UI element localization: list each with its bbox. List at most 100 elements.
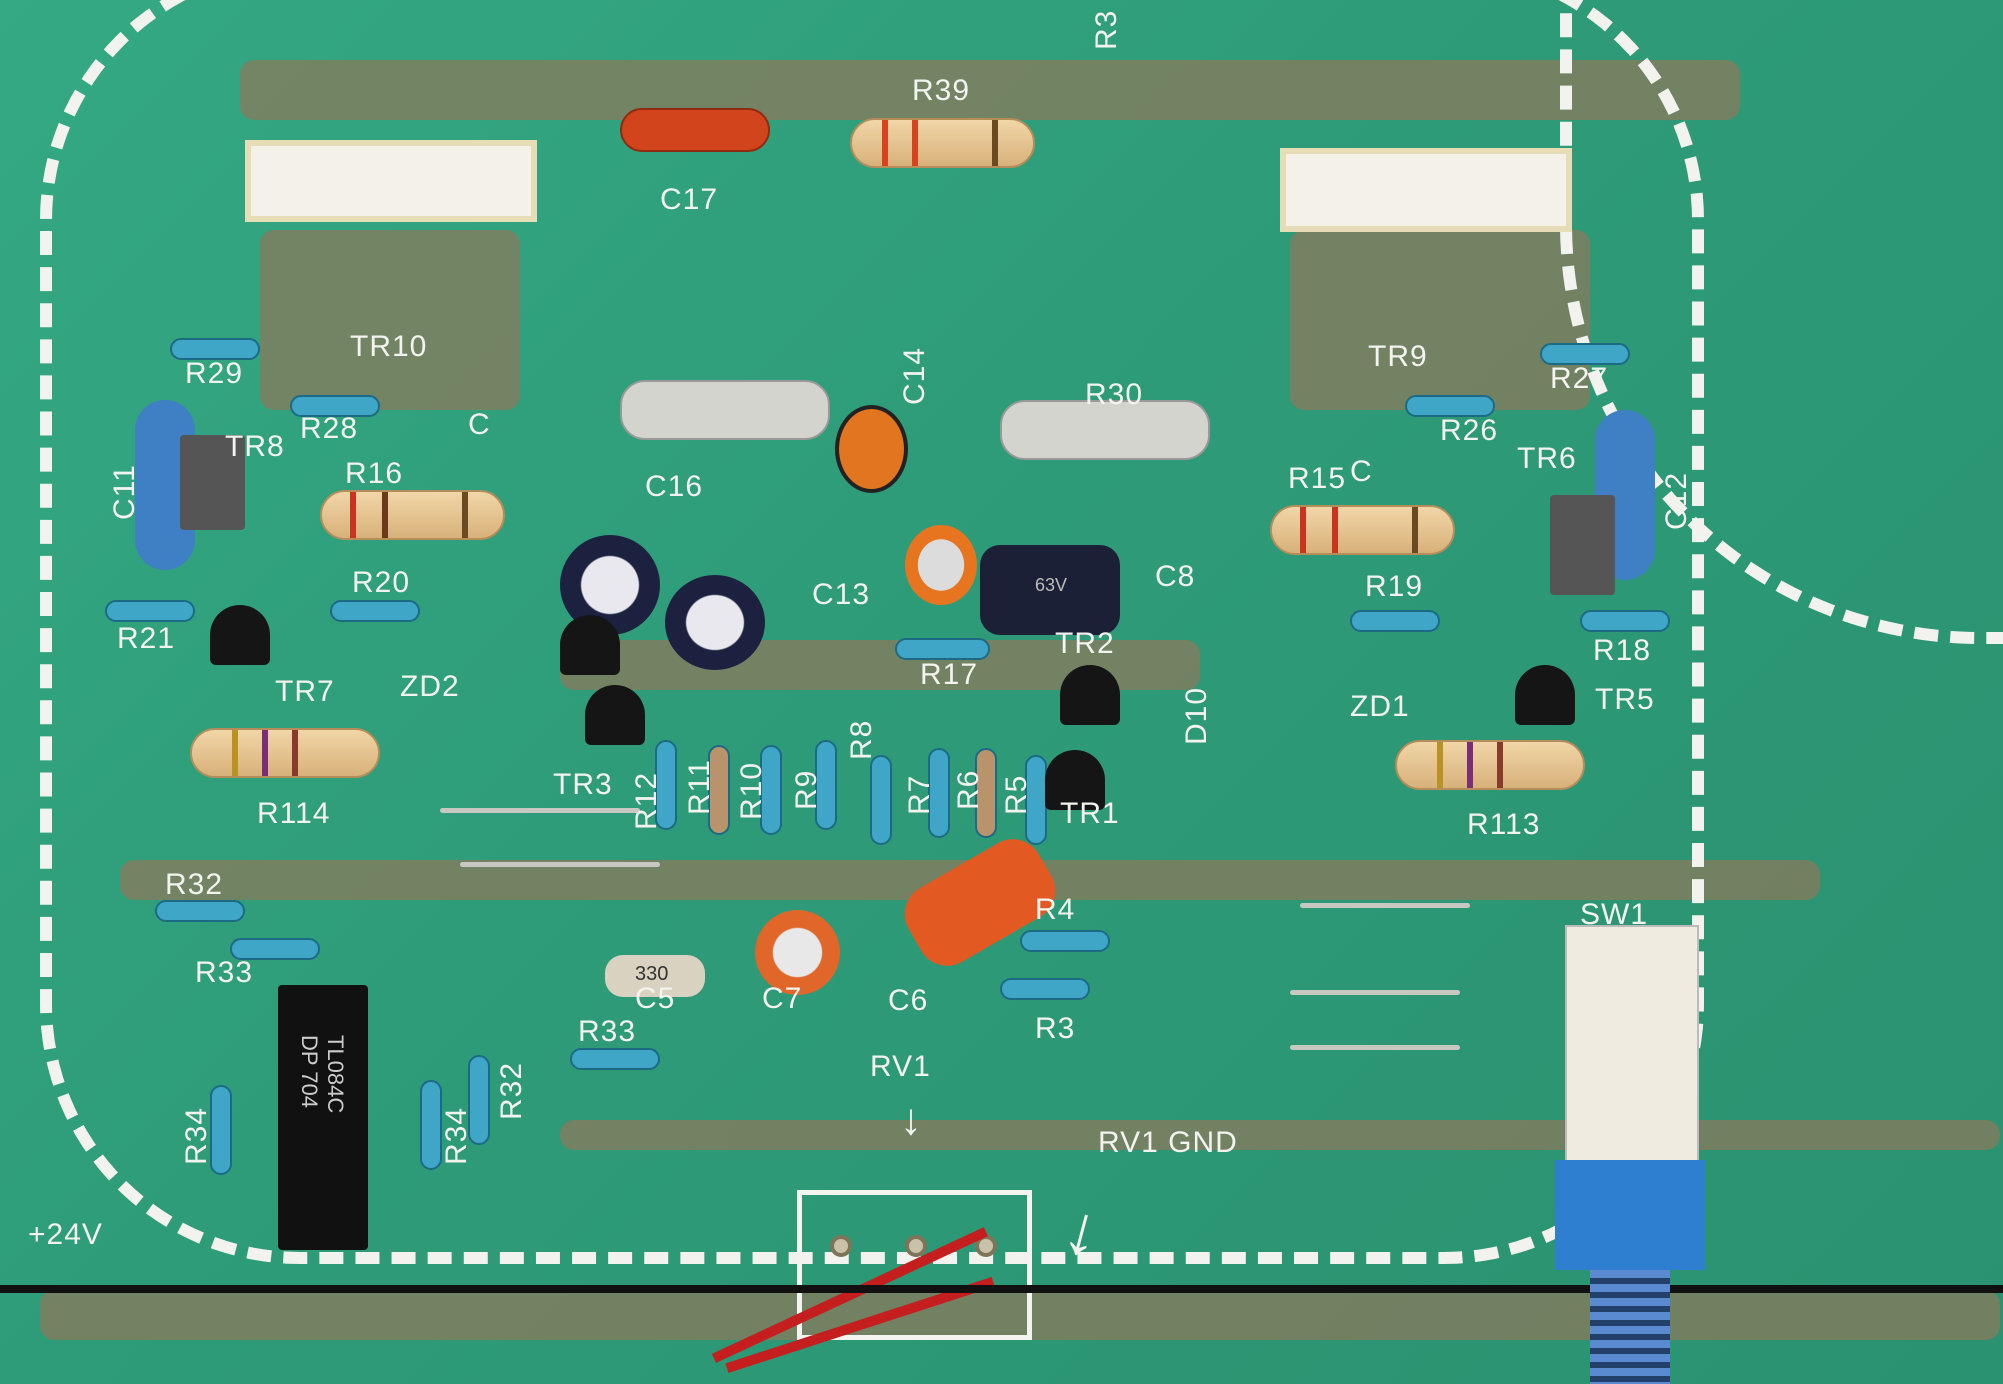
label-tr9: TR9: [1368, 340, 1428, 373]
pad: [830, 1235, 852, 1257]
resistor-r113: [1395, 740, 1585, 790]
resistor-r27: [1540, 343, 1630, 365]
label-tr8: TR8: [225, 430, 285, 463]
switch-sw1[interactable]: [1565, 925, 1699, 1169]
label-plus24v: +24V: [28, 1218, 103, 1251]
label-r6: R6: [952, 769, 985, 810]
resistor-r17: [895, 638, 990, 660]
rv1-arrow-icon: ↓: [900, 1095, 923, 1144]
label-c12: C12: [1660, 471, 1693, 530]
label-r16: R16: [345, 457, 404, 490]
resistor-r32-b: [468, 1055, 490, 1145]
copper-trace: [560, 1120, 2000, 1150]
transistor-tr5: [1515, 665, 1575, 725]
label-r7: R7: [903, 774, 936, 815]
label-c14: C14: [898, 346, 931, 405]
resistor-r11: [708, 745, 730, 835]
resistor-r21: [105, 600, 195, 622]
capacitor-c17: [620, 108, 770, 152]
resistor-r16: [320, 490, 505, 540]
resistor-r28: [290, 395, 380, 417]
resistor-r114: [190, 728, 380, 778]
capacitor-c8: 63V: [980, 545, 1120, 635]
label-r20: R20: [352, 566, 411, 599]
rv1-connector-outline: [797, 1190, 1032, 1340]
transistor-tr8: [180, 435, 245, 530]
jumper-wire: [440, 808, 640, 813]
transistor-tr7: [210, 605, 270, 665]
label-r32-vert: R32: [495, 1061, 528, 1120]
resistor-r20: [330, 600, 420, 622]
resistor-r7: [928, 748, 950, 838]
resistor-r19: [1350, 610, 1440, 632]
label-r15: R15: [1288, 462, 1347, 495]
label-r4: R4: [1035, 893, 1076, 926]
label-r12: R12: [630, 771, 663, 830]
label-c16: C16: [645, 470, 704, 503]
resistor-r4: [1020, 930, 1110, 952]
chip-marking: TL084C DP 704: [297, 1035, 348, 1114]
label-c17: C17: [660, 183, 719, 216]
board-slot: [245, 140, 537, 222]
black-cable: [0, 1285, 2003, 1293]
jumper-wire: [460, 862, 660, 867]
label-tr6: TR6: [1517, 442, 1577, 475]
resistor-r34: [210, 1085, 232, 1175]
label-r3-top: R3: [1090, 9, 1123, 50]
label-d10: D10: [1180, 686, 1213, 745]
label-r21: R21: [117, 622, 176, 655]
label-zd2: ZD2: [400, 670, 460, 703]
label-r9: R9: [790, 769, 823, 810]
label-r18: R18: [1593, 634, 1652, 667]
copper-trace: [1290, 230, 1590, 410]
transistor-tr2: [1060, 665, 1120, 725]
label-zd1: ZD1: [1350, 690, 1410, 723]
power-resistor: [620, 380, 830, 440]
label-r27: R27: [1550, 362, 1609, 395]
transistor: [560, 615, 620, 675]
transistor-tr1: [1045, 750, 1105, 810]
resistor-r6: [975, 748, 997, 838]
board-slot: [1280, 148, 1572, 232]
power-resistor: [1000, 400, 1210, 460]
resistor-r15: [1270, 505, 1455, 555]
label-r11: R11: [683, 759, 716, 815]
resistor-r33: [230, 938, 320, 960]
label-r26: R26: [1440, 414, 1499, 447]
copper-trace: [40, 1290, 2000, 1340]
label-c8: C8: [1155, 560, 1196, 593]
label-r34-right: R34: [440, 1106, 473, 1165]
label-r32: R32: [165, 868, 224, 901]
pad: [905, 1235, 927, 1257]
label-tr5: TR5: [1595, 683, 1655, 716]
label-c-tr9: C: [1350, 455, 1373, 488]
label-rv1-gnd: RV1 GND: [1098, 1126, 1238, 1159]
label-r29: R29: [185, 357, 244, 390]
label-r3: R3: [1035, 1012, 1076, 1045]
label-c11: C11: [108, 464, 141, 520]
resistor-r26: [1405, 395, 1495, 417]
label-r19: R19: [1365, 570, 1424, 603]
capacitor-electrolytic: [665, 575, 765, 670]
copper-trace: [260, 230, 520, 410]
transistor-tr3: [585, 685, 645, 745]
label-r33-right: R33: [578, 1015, 637, 1048]
label-tr2: TR2: [1055, 627, 1115, 660]
resistor-r32: [155, 900, 245, 922]
switch-spring: [1590, 1270, 1670, 1384]
label-r39: R39: [912, 74, 971, 107]
resistor-r8: [870, 755, 892, 845]
transistor-tr6: [1550, 495, 1615, 595]
resistor-r12: [655, 740, 677, 830]
label-r8: R8: [845, 719, 878, 760]
c8-marking: 63V: [1035, 575, 1068, 595]
resistor-r18: [1580, 610, 1670, 632]
c5-marking: 330: [635, 963, 669, 985]
label-r5: R5: [1000, 774, 1033, 815]
label-c7: C7: [762, 982, 803, 1015]
jumper-wire: [1300, 903, 1470, 908]
switch-sw1-base: [1555, 1160, 1705, 1270]
resistor-r39: [850, 118, 1035, 168]
label-c13: C13: [812, 578, 871, 611]
